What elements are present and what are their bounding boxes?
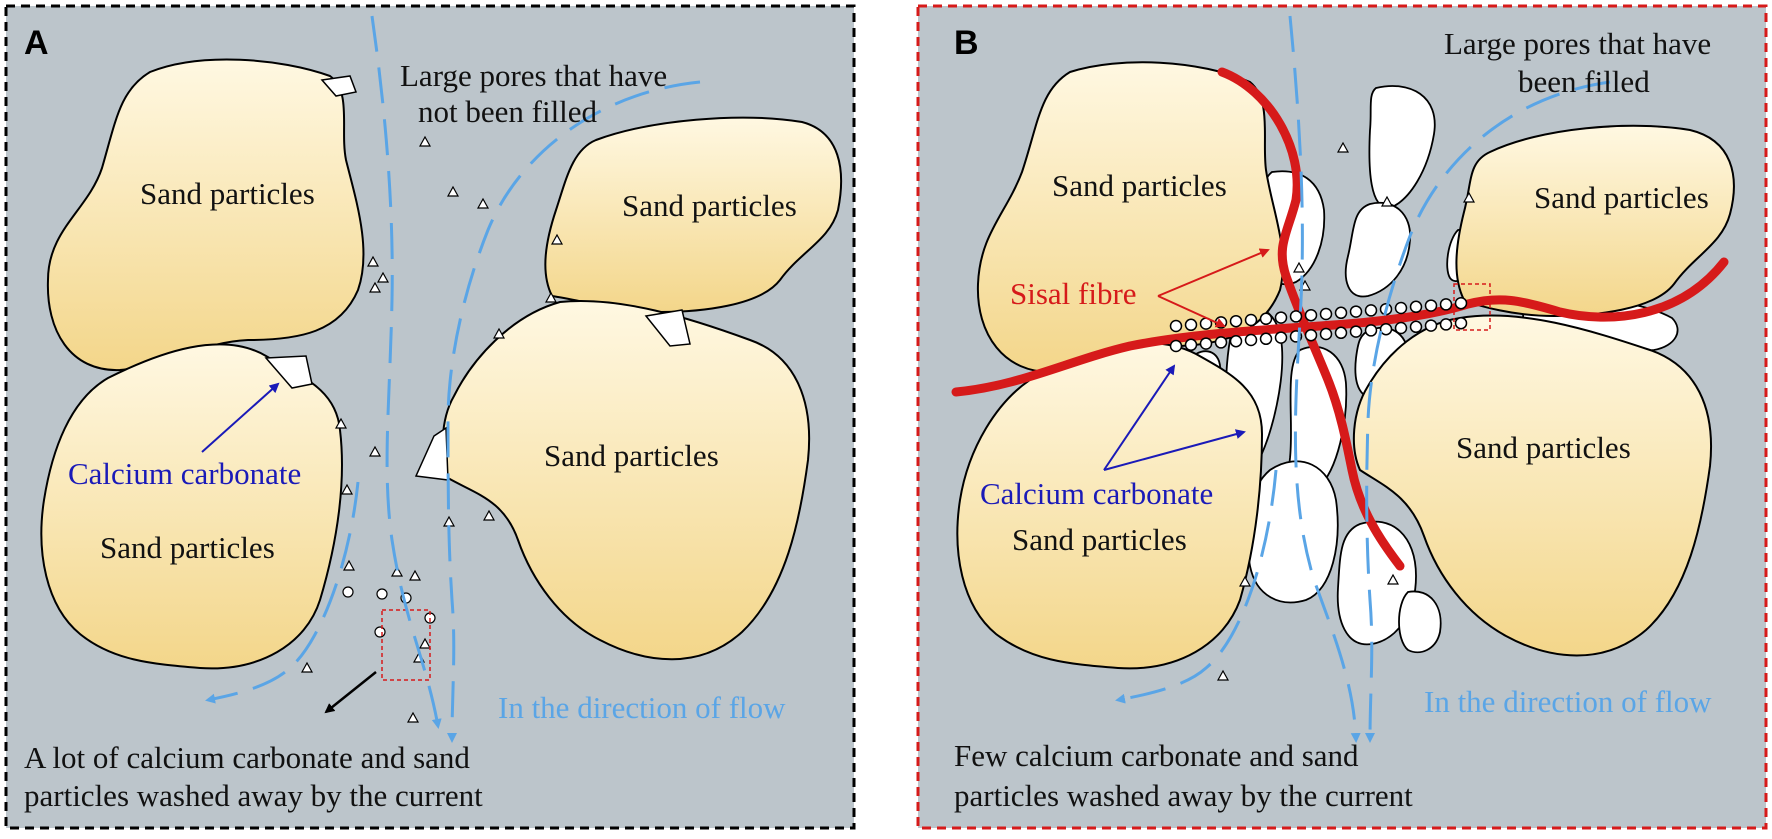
sand-label-b-top-right: Sand particles <box>1534 180 1709 215</box>
sisal-fibre-horizontal <box>951 257 1729 397</box>
fibre-bead <box>1454 296 1468 310</box>
sand-particle-b-bottom-left <box>956 342 1264 670</box>
panel-a-letter: A <box>24 24 49 62</box>
fibre-beads <box>1169 296 1468 353</box>
fibre-bead <box>1229 334 1243 348</box>
flow-label-b: In the direction of flow <box>1424 684 1712 719</box>
fibre-bead <box>1409 300 1423 314</box>
fibre-bead <box>1394 321 1408 335</box>
panel-a: A Large pores tha <box>4 4 856 830</box>
calcium-label-b: Calcium carbonate <box>980 476 1213 511</box>
fibre-bead <box>1259 312 1273 326</box>
sand-label-b-bottom-left: Sand particles <box>1012 522 1187 557</box>
sand-particle-b-top-right <box>1455 124 1735 318</box>
fibre-bead <box>1199 337 1213 350</box>
fibre-bead <box>1439 318 1453 331</box>
fibre-bead <box>1184 318 1198 332</box>
calcium-fragment <box>644 309 691 347</box>
caption-b-line2: particles washed away by the current <box>954 778 1413 813</box>
fibre-bead <box>1364 304 1378 317</box>
panel-b-letter: B <box>954 24 979 62</box>
calcium-arrow-b-upper <box>1103 364 1176 471</box>
flow-line-a-right <box>446 80 701 743</box>
fibre-bead <box>1244 313 1258 327</box>
fibre-bead <box>1319 327 1333 341</box>
fibre-bead <box>1394 301 1408 315</box>
fibre-bead <box>1319 307 1333 321</box>
sand-particle-a-top-right <box>544 116 843 314</box>
sand-label-a-top-left: Sand particles <box>140 176 315 211</box>
calcium-arrow-b-lower <box>1103 429 1246 471</box>
sisal-arrow-lower <box>1157 295 1226 328</box>
detail-box-b <box>1453 283 1491 331</box>
fibre-bead <box>1244 333 1258 347</box>
calcium-arrow-a <box>201 382 280 453</box>
sand-label-b-bottom-right: Sand particles <box>1456 430 1631 465</box>
fibre-bead <box>1214 336 1228 349</box>
sand-particle-b-bottom-right <box>1352 314 1712 657</box>
fibre-bead <box>1424 319 1438 332</box>
fibre-bead <box>1274 331 1288 344</box>
fibre-bead <box>1334 326 1348 340</box>
fibre-bead <box>1169 339 1183 353</box>
fibre-bead <box>1379 322 1393 336</box>
fibre-bead <box>1229 314 1243 328</box>
fibre-bead <box>1184 338 1198 352</box>
fibre-bead <box>1409 320 1423 334</box>
flow-label-a: In the direction of flow <box>498 690 786 725</box>
sand-particle-a-bottom-right <box>441 300 811 661</box>
fibre-bead <box>1349 325 1363 338</box>
calcium-fragment <box>264 355 313 389</box>
flow-line-b-left <box>1115 469 1278 704</box>
fibre-bead <box>1289 310 1303 323</box>
fibre-bead <box>1169 319 1183 333</box>
small-grains-a <box>300 135 564 723</box>
caption-a-line2: particles washed away by the current <box>24 778 483 813</box>
fibre-bead <box>1424 299 1438 312</box>
pores-label-a-line1: Large pores that have <box>400 58 667 93</box>
small-grains-b <box>1216 141 1476 681</box>
flow-line-b-center <box>1288 15 1361 743</box>
panel-b: B <box>916 4 1768 830</box>
flow-line-a-center <box>370 15 442 729</box>
caption-a-line1: A lot of calcium carbonate and sand <box>24 740 470 775</box>
sisal-arrow-upper <box>1157 248 1270 297</box>
fibre-label: Sisal fibre <box>1010 276 1137 311</box>
pores-label-b-line1: Large pores that have <box>1444 26 1711 61</box>
pores-label-a-line2: not been filled <box>418 94 598 129</box>
fibre-bead <box>1274 311 1288 324</box>
fibre-bead <box>1364 324 1378 337</box>
fibre-bead <box>1259 332 1273 346</box>
caption-b-line1: Few calcium carbonate and sand <box>954 738 1359 773</box>
washout-arrow-a <box>324 671 377 714</box>
flow-line-a-left <box>205 481 360 704</box>
calcium-label-a: Calcium carbonate <box>68 456 301 491</box>
fibre-bead <box>1349 305 1363 318</box>
sand-label-a-bottom-left: Sand particles <box>100 530 275 565</box>
fibre-bead <box>1304 308 1318 322</box>
fibre-bead <box>1454 316 1468 330</box>
fibre-bead <box>1334 306 1348 320</box>
fibre-bead <box>1304 328 1318 342</box>
fibre-bead <box>1439 298 1453 311</box>
calcium-fragment <box>320 75 358 97</box>
sand-label-a-bottom-right: Sand particles <box>544 438 719 473</box>
sand-label-b-top-left: Sand particles <box>1052 168 1227 203</box>
pores-label-b-line2: been filled <box>1518 64 1650 99</box>
sand-label-a-top-right: Sand particles <box>622 188 797 223</box>
flow-line-b-right <box>1365 80 1611 743</box>
